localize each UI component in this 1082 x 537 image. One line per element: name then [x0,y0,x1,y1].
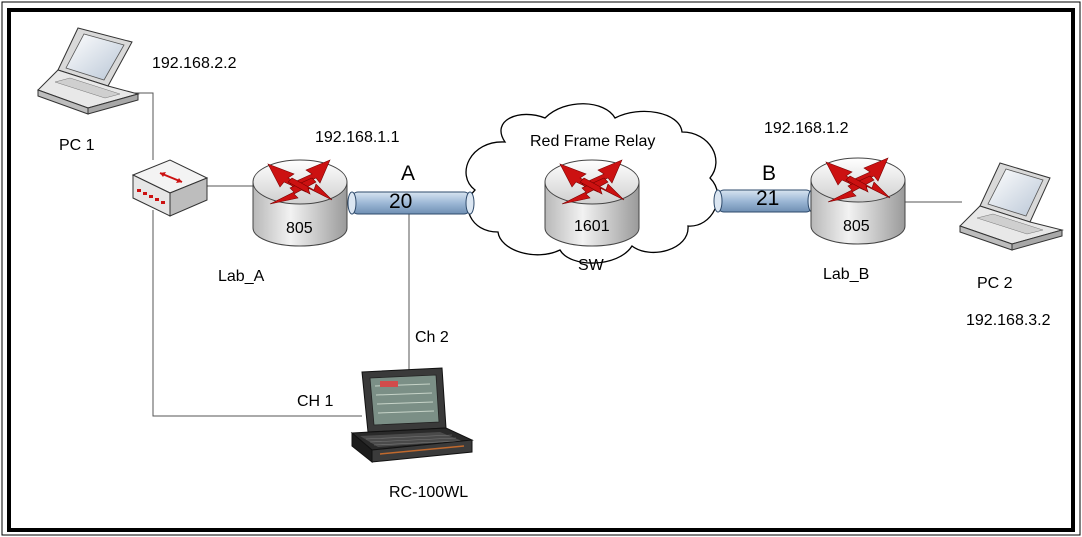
pc2-ip-label: 192.168.3.2 [966,312,1051,329]
switch-sw-label: SW [578,257,604,274]
link-a-letter-label: A [401,162,416,185]
switch-model-label: 1601 [574,218,610,235]
router-lab-b-icon [810,157,906,245]
pc2-laptop-icon [959,162,1064,251]
connection-lines [104,92,962,417]
switch-1601-icon [544,159,640,247]
lab-a-ip-label: 192.168.1.1 [315,129,400,146]
pc1-laptop-icon [37,27,140,115]
link-a-dlci-label: 20 [389,190,413,213]
router-lab-a-icon [252,159,348,247]
hub-icon [131,159,209,217]
lab-a-name-label: Lab_A [218,268,265,285]
ch1-label: CH 1 [297,393,334,410]
pc1-name-label: PC 1 [59,137,95,154]
pc2-name-label: PC 2 [977,275,1013,292]
lab-b-name-label: Lab_B [823,266,870,283]
link-a-cable [347,191,475,215]
lab-a-model-label: 805 [286,220,313,237]
diagram-frame [7,8,1075,532]
lab-b-ip-label: 192.168.1.2 [764,120,849,137]
analyzer-rc100wl-icon [350,367,474,464]
link-b-dlci-label: 21 [756,187,780,210]
analyzer-label: RC-100WL [389,484,469,501]
ch2-label: Ch 2 [415,329,449,346]
lab-b-model-label: 805 [843,218,870,235]
pc1-ip-label: 192.168.2.2 [152,55,237,72]
link-b-letter-label: B [762,162,777,185]
cloud-title-label: Red Frame Relay [530,133,656,150]
